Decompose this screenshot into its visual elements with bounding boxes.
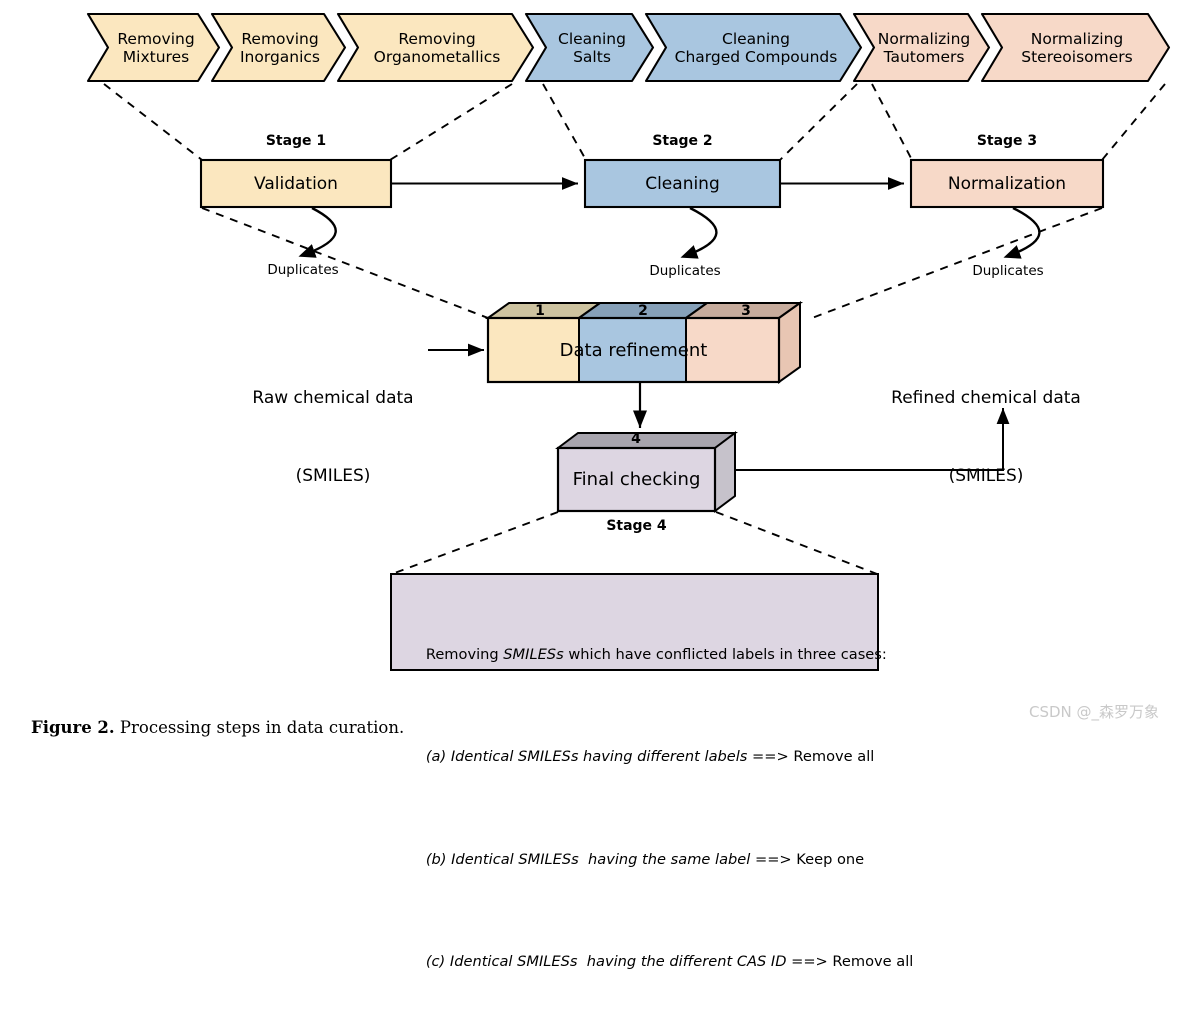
chevron-step-2[interactable]: Removing Organometallics bbox=[350, 26, 524, 70]
chevron-shape-0 bbox=[86, 12, 221, 83]
chevron-step-2-line1: Removing bbox=[398, 30, 476, 48]
refinement-segment-number-1: 1 bbox=[535, 303, 545, 319]
note-box bbox=[390, 573, 879, 671]
stage-2-label[interactable]: Cleaning bbox=[645, 173, 720, 194]
duplicates-label-2: Duplicates bbox=[649, 263, 721, 279]
dashed-connectors-mid bbox=[201, 207, 1103, 319]
duplicates-arrow-3 bbox=[1003, 206, 1041, 259]
stage-box-2 bbox=[583, 158, 782, 209]
note-case-c-rest: ==> Remove all bbox=[786, 953, 914, 970]
note-case-c-italic: (c) Identical SMILESs having the differe… bbox=[425, 953, 787, 970]
final-front-face bbox=[556, 446, 717, 513]
note-case-b-italic: (b) Identical SMILESs having the same la… bbox=[425, 850, 751, 868]
chevron-step-3[interactable]: Cleaning Salts bbox=[538, 26, 646, 70]
stage-1-label[interactable]: Validation bbox=[254, 173, 338, 194]
chevron-shape-6 bbox=[980, 12, 1171, 83]
refinement-segment-number-2: 2 bbox=[638, 303, 648, 319]
chevron-step-6-line1: Normalizing bbox=[1030, 30, 1124, 48]
chevron-step-1-line1: Removing bbox=[241, 30, 319, 48]
output-label-line1: Refined chemical data bbox=[891, 388, 1081, 408]
note-case-a-italic: (a) Identical SMILESs having different l… bbox=[425, 748, 748, 765]
note-case-c: (c) Identical SMILESs having the differe… bbox=[398, 930, 914, 995]
cube-side-right bbox=[778, 301, 801, 384]
chevron-shape-2 bbox=[336, 12, 535, 83]
refinement-box-label[interactable]: Data refinement bbox=[559, 339, 708, 361]
figure-2-diagram: Removing Mixtures Removing Inorganics Re… bbox=[31, 12, 1171, 970]
note-box-content: Removing SMILESs which have conflicted l… bbox=[398, 584, 914, 1032]
chevron-step-5-line1: Normalizing bbox=[877, 30, 971, 48]
duplicates-label-1: Duplicates bbox=[267, 262, 339, 278]
input-label-line1: Raw chemical data bbox=[252, 388, 414, 408]
cube-front-1 bbox=[487, 317, 580, 383]
refinement-segment-number-3: 3 bbox=[741, 303, 751, 319]
duplicates-arrow-1 bbox=[298, 206, 337, 258]
chevron-shape-4 bbox=[644, 12, 863, 83]
figure-caption: Figure 2. Processing steps in data curat… bbox=[10, 699, 404, 756]
chevron-step-6-line2: Stereoisomers bbox=[1021, 48, 1133, 66]
note-case-b: (b) Identical SMILESs having the same la… bbox=[398, 827, 876, 892]
figure-caption-text: Processing steps in data curation. bbox=[114, 718, 405, 737]
note-heading-italic: SMILESs bbox=[503, 645, 564, 663]
note-heading-pre: Removing bbox=[425, 645, 504, 663]
output-label: Refined chemical data (SMILES) bbox=[862, 333, 1110, 541]
chevron-step-1-line2: Inorganics bbox=[239, 48, 321, 66]
duplicates-label-3: Duplicates bbox=[972, 263, 1044, 279]
chevron-step-0[interactable]: Removing Mixtures bbox=[100, 26, 212, 70]
chevron-step-4[interactable]: Cleaning Charged Compounds bbox=[658, 26, 854, 70]
chevron-step-1[interactable]: Removing Inorganics bbox=[224, 26, 336, 70]
stage-3-label[interactable]: Normalization bbox=[947, 173, 1067, 194]
output-label-line2: (SMILES) bbox=[948, 466, 1024, 486]
note-case-b-rest: ==> Keep one bbox=[750, 850, 865, 868]
dashed-connectors-top bbox=[103, 83, 1166, 161]
note-heading: Removing SMILESs which have conflicted l… bbox=[398, 622, 887, 687]
stage-box-1 bbox=[199, 158, 393, 209]
chevron-shape-3 bbox=[524, 12, 655, 83]
stage-3-title: Stage 3 bbox=[976, 133, 1038, 149]
final-side-face bbox=[714, 431, 736, 513]
duplicates-arrow-2 bbox=[680, 206, 718, 259]
diagram-canvas bbox=[86, 12, 1171, 671]
chevron-step-4-line2: Charged Compounds bbox=[674, 48, 838, 66]
chevron-step-3-line1: Cleaning bbox=[558, 30, 626, 48]
chevron-shape-5 bbox=[852, 12, 991, 83]
input-label: Raw chemical data (SMILES) bbox=[238, 333, 428, 541]
csdn-watermark: CSDN @_森罗万象 bbox=[1029, 703, 1160, 721]
stage-box-3 bbox=[909, 158, 1105, 209]
output-connector bbox=[736, 408, 1010, 471]
chevron-step-2-line2: Organometallics bbox=[373, 48, 501, 66]
chevron-step-3-line2: Salts bbox=[573, 48, 611, 66]
chevron-step-0-line2: Mixtures bbox=[122, 48, 190, 66]
chevron-step-4-line1: Cleaning bbox=[722, 30, 790, 48]
chevron-step-6[interactable]: Normalizing Stereoisomers bbox=[994, 26, 1160, 70]
chevron-step-0-line1: Removing bbox=[117, 30, 195, 48]
chevron-shape-1 bbox=[210, 12, 347, 83]
figure-caption-label: Figure 2. bbox=[30, 718, 115, 737]
note-case-a: (a) Identical SMILESs having different l… bbox=[398, 725, 876, 790]
stage-1-title: Stage 1 bbox=[265, 133, 327, 149]
stage-2-title: Stage 2 bbox=[652, 133, 713, 149]
note-heading-post: which have conflicted labels in three ca… bbox=[563, 645, 887, 663]
cube-front-outline bbox=[486, 316, 781, 384]
input-label-line2: (SMILES) bbox=[295, 466, 371, 486]
chevron-step-5-line2: Tautomers bbox=[883, 48, 965, 66]
note-case-a-rest: ==> Remove all bbox=[747, 748, 875, 765]
chevron-step-5[interactable]: Normalizing Tautomers bbox=[866, 26, 982, 70]
final-box-number: 4 bbox=[631, 431, 641, 447]
stage-4-title: Stage 4 bbox=[606, 518, 667, 534]
final-box-label[interactable]: Final checking bbox=[572, 469, 701, 490]
